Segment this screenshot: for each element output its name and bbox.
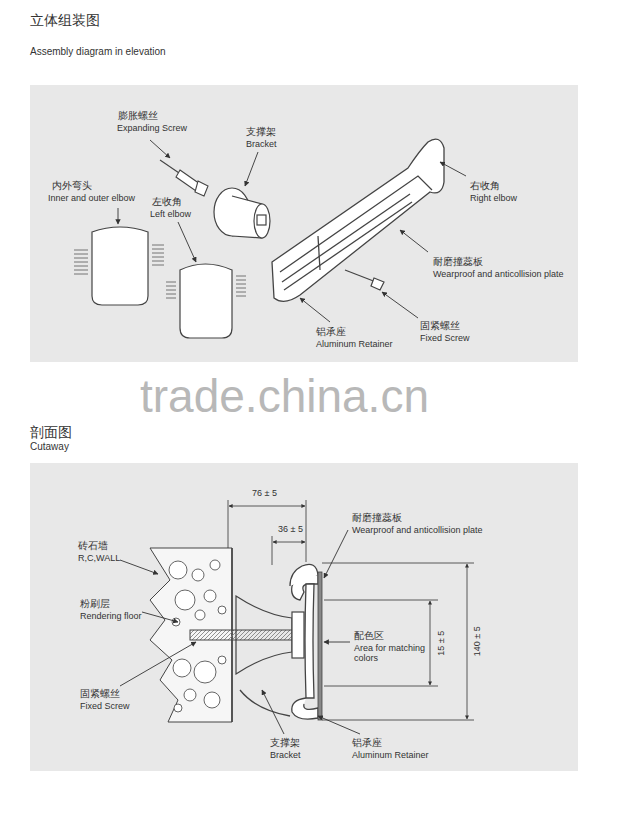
section-heading: 剖面图 [30, 424, 72, 440]
part-label: 左收角 [152, 196, 182, 208]
left-elbow [166, 264, 246, 338]
panel [30, 85, 578, 362]
part-label: 耐磨撞蕊板 [352, 512, 402, 524]
dimension-value: 140 ± 5 [472, 626, 482, 656]
fixed-screw [190, 630, 300, 640]
part-label: Right elbow [470, 193, 517, 203]
handrail-rail [272, 139, 444, 301]
inner-outer-elbow [74, 227, 164, 305]
dimension-value: 76 ± 5 [252, 488, 277, 498]
part-label: Bracket [270, 750, 301, 760]
part-label: Wearproof and anticollision plate [433, 269, 563, 279]
part-label: Inner and outer elbow [48, 193, 135, 203]
panel [30, 463, 578, 771]
section-heading: 立体组装图 [30, 12, 100, 28]
dimension-value: 15 ± 5 [436, 631, 446, 656]
part-label: 耐磨撞蕊板 [433, 256, 483, 268]
part-label: 固紧螺丝 [420, 320, 460, 332]
part-label: Expanding Screw [117, 123, 187, 133]
part-label: 右收角 [470, 180, 500, 192]
expanding-screw [160, 160, 208, 196]
part-label: 内外弯头 [52, 180, 92, 192]
part-label: 支撑架 [246, 126, 276, 138]
part-label: Aluminum Retainer [316, 339, 393, 349]
part-label: Left elbow [150, 209, 191, 219]
leader-line [120, 530, 360, 734]
aluminum-retainer [240, 564, 318, 719]
part-label: Aluminum Retainer [352, 750, 429, 760]
bracket-part [236, 596, 304, 674]
part-label: Wearproof and anticollision plate [352, 525, 482, 535]
part-label: 固紧螺丝 [80, 688, 120, 700]
bracket-part [214, 188, 270, 238]
watermark: trade.china.cn [140, 370, 429, 423]
dimension-value: 36 ± 5 [278, 524, 303, 534]
part-label: 配色区 [354, 630, 384, 642]
part-label: 砖石墙 [78, 540, 108, 552]
part-label: 粉刷层 [80, 598, 110, 610]
part-label: R,C,WALL [78, 553, 120, 563]
part-label: Fixed Screw [420, 333, 470, 343]
part-label: 支撑架 [270, 737, 300, 749]
anticollision-plate [318, 572, 322, 720]
section-subheading: Cutaway [30, 441, 69, 453]
part-label: Fixed Screw [80, 701, 130, 711]
part-label: Area for matching colors [354, 643, 426, 664]
section-subheading: Assembly diagram in elevation [30, 46, 166, 58]
part-label: 膨胀螺丝 [118, 110, 158, 122]
fixed-screw [345, 270, 384, 290]
part-label: 铝承座 [316, 326, 346, 338]
part-label: Bracket [246, 139, 277, 149]
part-label: 铝承座 [352, 737, 382, 749]
leader-line [118, 140, 466, 322]
part-label: Rendering floor [80, 611, 142, 621]
